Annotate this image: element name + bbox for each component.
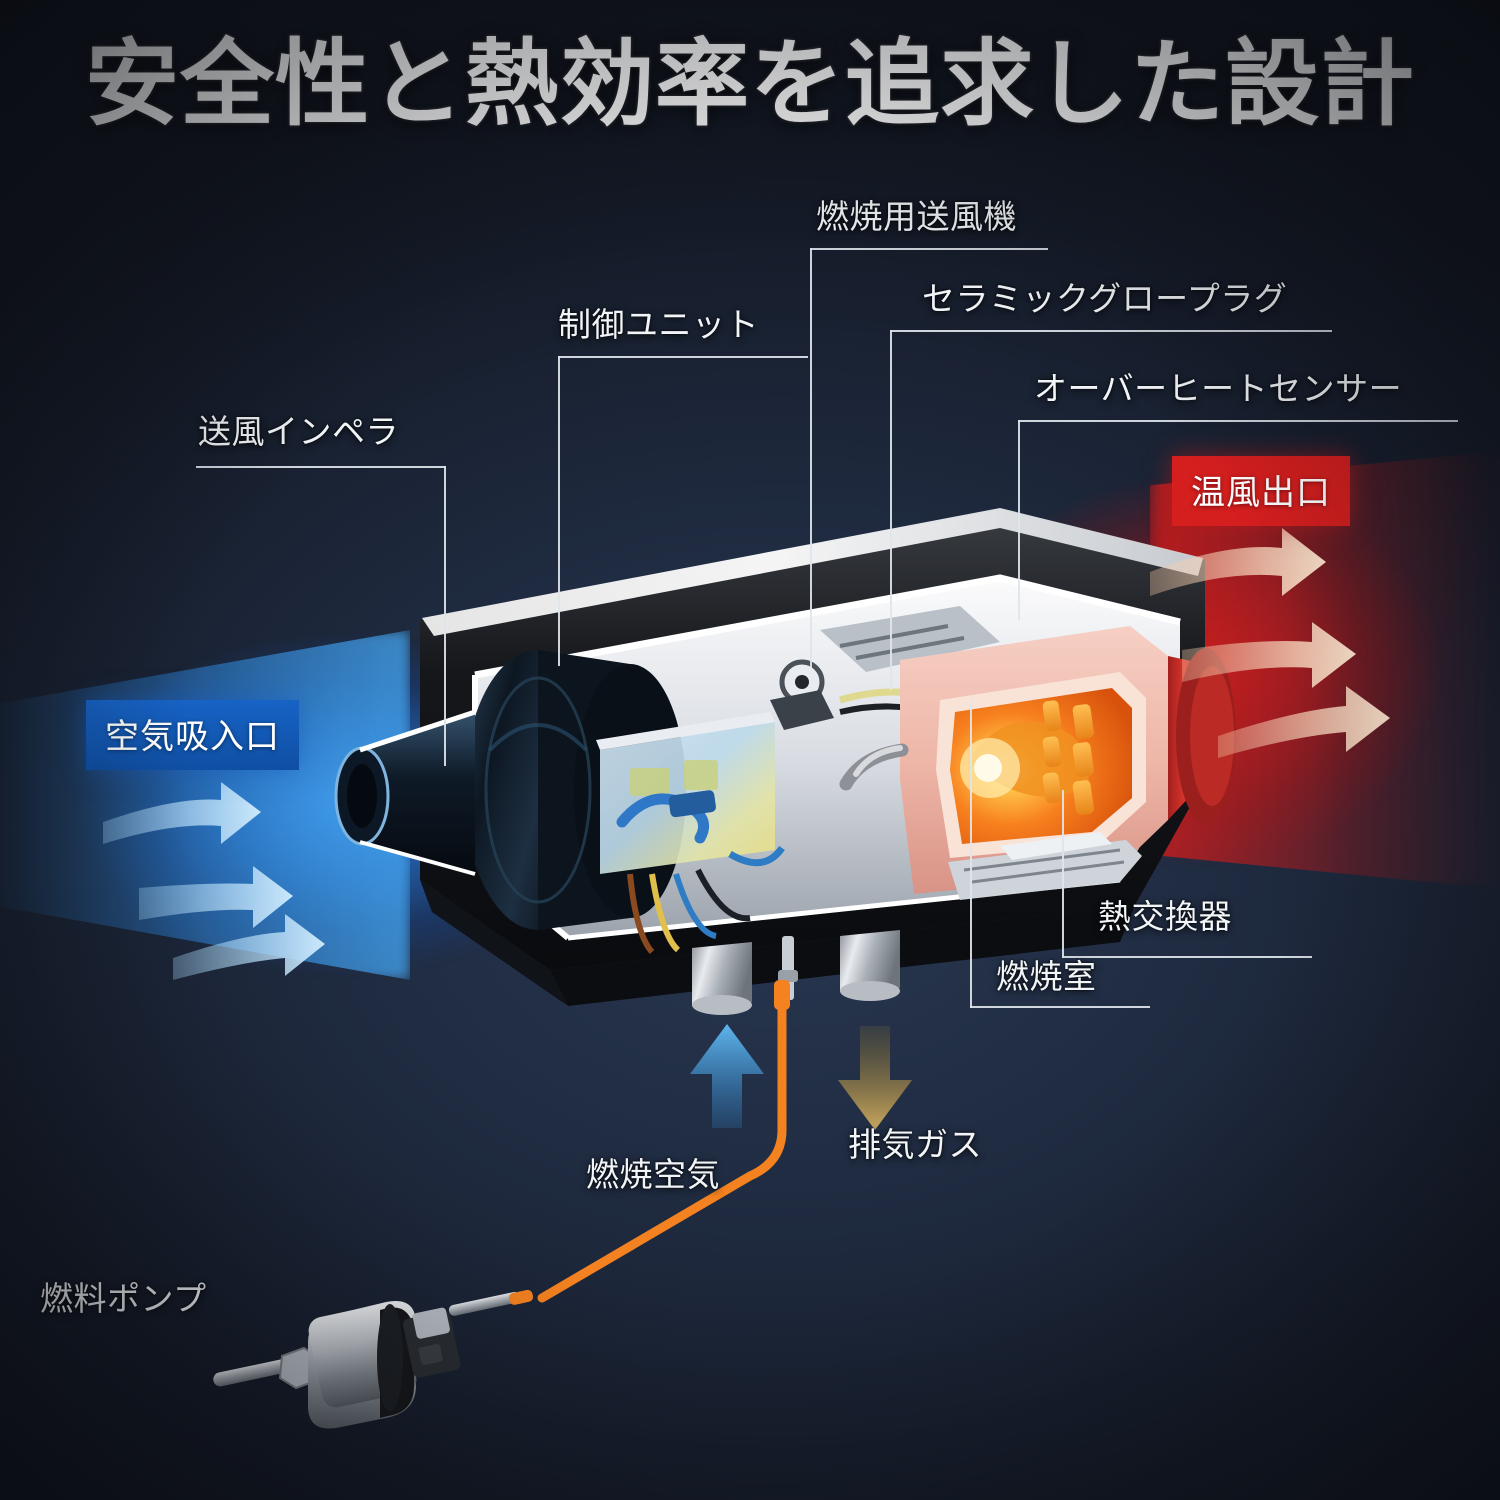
fuel-pump-part: [213, 1289, 534, 1429]
exhaust-gas-arrow: [838, 1026, 912, 1130]
leader-combustion-blower-h: [810, 248, 1048, 250]
callout-label-control-unit: 制御ユニット: [558, 306, 759, 343]
leader-overheat-sensor-v: [1018, 420, 1020, 620]
leader-combustion-chamber-h: [970, 1006, 1150, 1008]
callout-label-heat-exchanger: 熱交換器: [1098, 898, 1232, 935]
leader-overheat-sensor-h: [1018, 420, 1458, 422]
callout-label-combustion-air: 燃焼空気: [586, 1156, 720, 1193]
callout-label-overheat-sensor: オーバーヒートセンサー: [1034, 370, 1403, 407]
leader-heat-exchanger-h: [1062, 956, 1312, 958]
callout-label-blower-impeller: 送風インペラ: [198, 413, 399, 450]
leader-control-unit-h: [558, 356, 808, 358]
hot-air-arrows: [1150, 528, 1390, 758]
callout-label-combustion-blower: 燃焼用送風機: [816, 198, 1017, 235]
page-title: 安全性と熱効率を追求した設計: [84, 31, 1415, 136]
leader-combustion-chamber-v: [970, 700, 972, 1008]
leader-glow-plug-h: [890, 330, 1332, 332]
leader-heat-exchanger-v: [1062, 790, 1064, 958]
callout-label-exhaust-gas: 排気ガス: [848, 1126, 982, 1163]
leader-glow-plug-v: [890, 330, 892, 690]
callout-label-combustion-chamber: 燃焼室: [996, 958, 1097, 995]
badge-air-inlet: 空気吸入口: [86, 700, 299, 770]
callout-label-fuel-pump: 燃料ポンプ: [40, 1280, 207, 1317]
leader-combustion-blower-v: [810, 248, 812, 668]
combustion-air-arrow: [690, 1024, 764, 1128]
badge-hot-air-outlet: 温風出口: [1172, 456, 1350, 526]
leader-blower-impeller-h: [196, 466, 446, 468]
callout-label-ceramic-glow-plug: セラミックグロープラグ: [922, 280, 1288, 317]
leader-blower-impeller-v: [444, 466, 446, 766]
cold-air-arrows: [103, 782, 325, 980]
leader-control-unit-v: [558, 356, 560, 666]
